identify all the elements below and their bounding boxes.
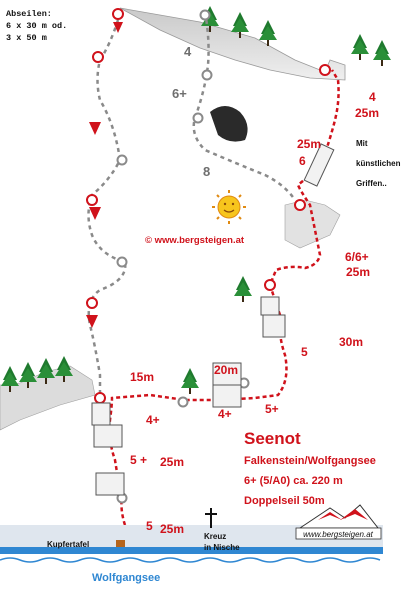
belay-boxes bbox=[91, 143, 335, 496]
pitch-3-grade: 4+ bbox=[146, 413, 160, 427]
cross-icon bbox=[205, 508, 217, 528]
route-rope: Doppelseil 50m bbox=[244, 495, 325, 507]
pitch-5-length: 30m bbox=[339, 335, 363, 349]
lake-wave bbox=[0, 557, 381, 563]
rock-cave bbox=[210, 106, 248, 142]
pitch-4-grade-b: 5+ bbox=[265, 402, 279, 416]
pitch-1-length: 25m bbox=[160, 522, 184, 536]
abseil-route-line bbox=[87, 19, 127, 405]
red-anchor-markers bbox=[86, 8, 331, 404]
lake-water bbox=[0, 547, 383, 554]
holds-note-line2: künstlichen bbox=[356, 159, 401, 168]
copyright-text: © www.bergsteigen.at bbox=[145, 235, 245, 246]
logo-text: www.bergsteigen.at bbox=[303, 530, 374, 539]
gray-grade-4: 4 bbox=[184, 44, 192, 59]
pitch-1-grade: 5 bbox=[146, 519, 153, 533]
sun-icon bbox=[212, 190, 246, 224]
route-difficulty: 6+ (5/A0) ca. 220 m bbox=[244, 475, 343, 487]
pitch-2-length: 25m bbox=[160, 455, 184, 469]
rock-face-middle bbox=[284, 199, 341, 249]
abseil-title: Abseilen: bbox=[6, 9, 52, 19]
copper-plate-label: Kupfertafel bbox=[47, 540, 89, 549]
abseil-option-2: 3 x 50 m bbox=[6, 33, 47, 43]
pitch-5-grade: 5 bbox=[301, 345, 308, 359]
gray-anchor-markers bbox=[116, 9, 250, 504]
pitch-7-length: 25m bbox=[297, 137, 321, 151]
copper-plate-icon bbox=[116, 540, 125, 547]
gray-grade-6plus: 6+ bbox=[172, 86, 187, 101]
rock-face-top bbox=[119, 7, 346, 81]
cross-label-line1: Kreuz bbox=[204, 532, 226, 541]
pitch-6-length: 25m bbox=[346, 265, 370, 279]
pitch-2-grade: 5 + bbox=[130, 453, 147, 467]
abseil-arrows bbox=[86, 22, 123, 328]
pitch-7-grade: 6 bbox=[299, 154, 306, 168]
pitch-8-length: 25m bbox=[355, 106, 379, 120]
pitch-4-length: 20m bbox=[214, 363, 238, 377]
gray-route-line bbox=[192, 11, 297, 201]
logo: www.bergsteigen.at bbox=[295, 504, 382, 540]
gray-grade-8: 8 bbox=[203, 164, 210, 179]
shore-ledge bbox=[0, 525, 383, 547]
lake-label: Wolfgangsee bbox=[92, 572, 160, 584]
pitch-3-length: 15m bbox=[130, 370, 154, 384]
holds-note-line1: Mit bbox=[356, 139, 368, 148]
abseil-option-1: 6 x 30 m od. bbox=[6, 21, 67, 31]
pitch-8-grade: 4 bbox=[369, 90, 376, 104]
pitch-4-grade-a: 4+ bbox=[218, 407, 232, 421]
route-name: Seenot bbox=[244, 429, 301, 448]
pitch-6-grade: 6/6+ bbox=[345, 250, 369, 264]
route-location: Falkenstein/Wolfgangsee bbox=[244, 455, 376, 467]
holds-note-line3: Griffen.. bbox=[356, 179, 387, 188]
cross-label-line2: in Nische bbox=[204, 543, 240, 552]
